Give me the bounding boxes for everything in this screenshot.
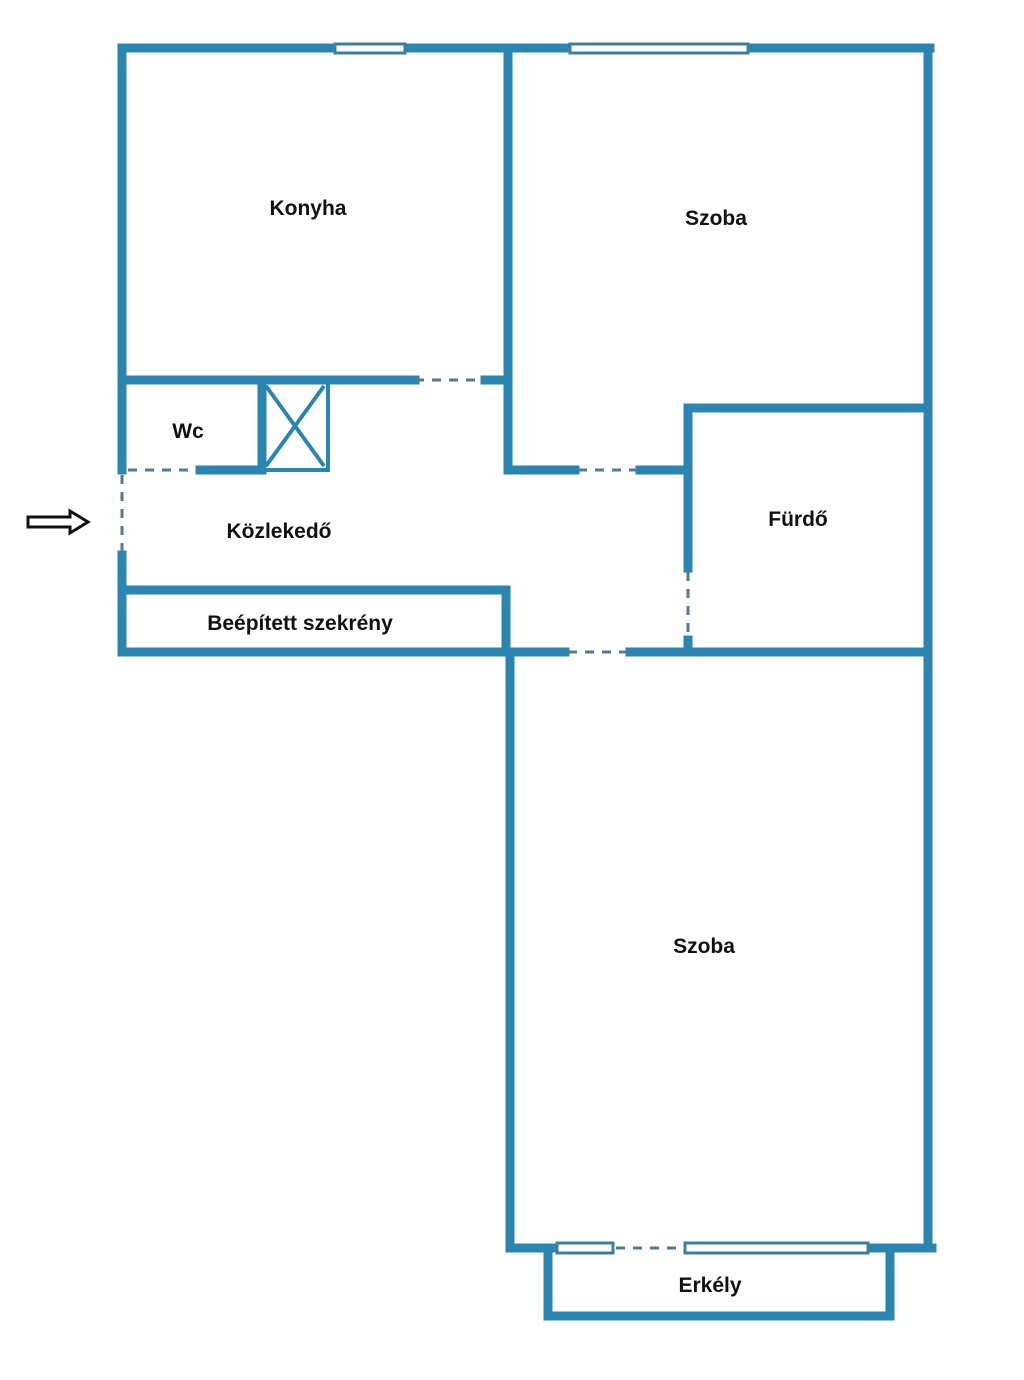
balcony-window: [683, 1241, 870, 1255]
label-closet: Beépített szekrény: [207, 612, 393, 635]
window: [568, 42, 750, 55]
label-room-bottom: Szoba: [673, 935, 735, 958]
doors: [120, 378, 690, 1250]
ventilation-shaft: [260, 380, 330, 472]
balcony-door-window: [555, 1241, 615, 1255]
label-room-top: Szoba: [685, 207, 747, 230]
windows: [333, 42, 870, 1255]
label-hallway: Közlekedő: [226, 520, 331, 543]
label-wc: Wc: [172, 420, 204, 443]
label-bathroom: Fürdő: [768, 508, 827, 531]
label-kitchen: Konyha: [269, 197, 346, 220]
walls: [117, 43, 937, 1321]
arrow-right-outline-icon: [26, 508, 91, 536]
window: [333, 42, 407, 55]
label-balcony: Erkély: [678, 1274, 741, 1297]
